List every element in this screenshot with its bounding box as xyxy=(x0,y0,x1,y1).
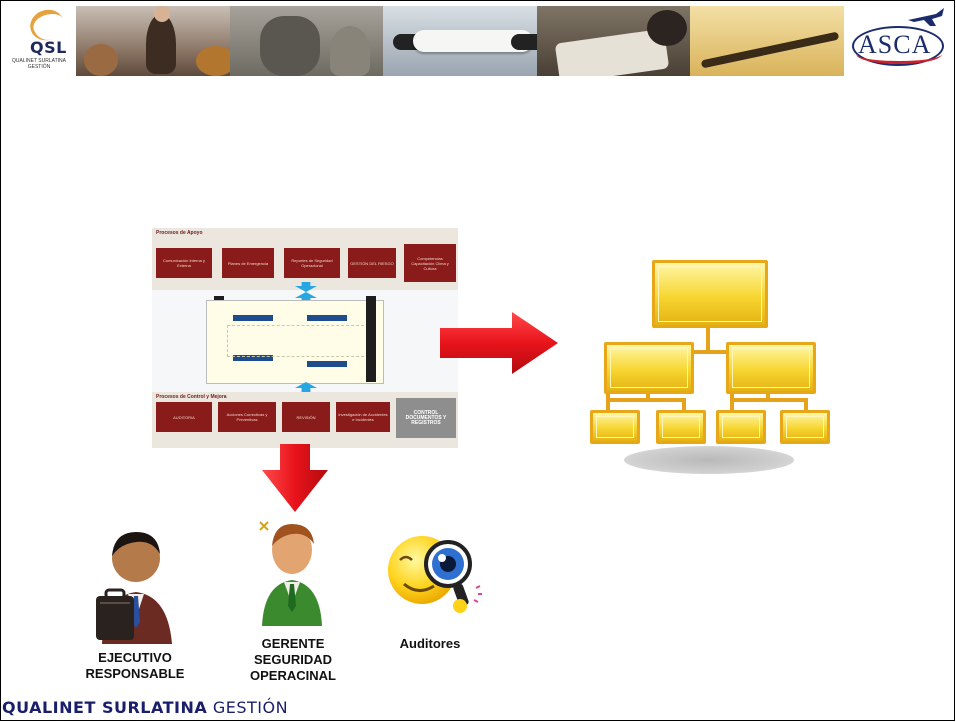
documents-photo xyxy=(536,6,691,76)
down-arrow-icon xyxy=(295,282,317,292)
control-processes: Procesos de Control y Mejora AUDITORIA A… xyxy=(152,392,458,448)
business-meeting-photo xyxy=(229,6,384,76)
qsl-logo-text: QSL xyxy=(30,38,67,57)
up-arrow-icon xyxy=(295,292,317,302)
process-box: REVISIÓN xyxy=(282,402,330,432)
footer-brand: QUALINET SURLATINA GESTIÓN xyxy=(2,698,288,717)
footer-brand-bold: QUALINET SURLATINA xyxy=(2,698,208,717)
asca-logo-text: ASCA xyxy=(858,30,932,59)
process-box: AUDITORIA xyxy=(156,402,212,432)
right-bar xyxy=(366,296,376,382)
qsl-logo: QSL QUALINET SURLATINA GESTIÓN xyxy=(8,5,70,80)
asca-logo: ASCA xyxy=(848,4,952,84)
footer-brand-light: GESTIÓN xyxy=(212,698,289,717)
core-process-diagram xyxy=(206,300,384,384)
support-processes: Procesos de Apoyo Comunicación Interna y… xyxy=(152,228,458,290)
header: QSL QUALINET SURLATINA GESTIÓN xyxy=(0,0,956,92)
pen-photo xyxy=(690,6,844,76)
smiley-magnifier-icon xyxy=(388,536,482,613)
process-box: GESTIÓN DEL RIESGO xyxy=(348,248,396,278)
manager-label: GERENTE SEGURIDAD OPERACINAL xyxy=(250,636,336,683)
right-arrow-icon xyxy=(440,312,558,374)
header-banner xyxy=(76,6,844,76)
presenter-photo xyxy=(76,6,230,76)
up-arrow-icon xyxy=(295,382,317,392)
executive-with-briefcase-icon xyxy=(96,532,172,644)
executive-label: EJECUTIVO RESPONSABLE xyxy=(85,650,185,681)
down-arrow-icon xyxy=(262,444,328,512)
airplane-icon xyxy=(908,8,944,26)
control-processes-title: Procesos de Control y Mejora xyxy=(156,394,227,400)
process-box: CONTROL DOCUMENTOS Y REGISTROS xyxy=(396,398,456,438)
process-box: Investigación de Accidentes e Incidentes xyxy=(336,402,390,432)
process-box: Planes de Emergencia xyxy=(222,248,274,278)
aircraft-photo xyxy=(383,6,537,76)
qsl-logo-subtitle: QUALINET SURLATINA GESTIÓN xyxy=(12,58,66,70)
process-box: Acciones Correctivas y Preventivas xyxy=(218,402,276,432)
process-box: Comunicación Interna y Externa xyxy=(156,248,212,278)
process-box: Competencias Capacitación Clima y Cultur… xyxy=(404,244,456,282)
manager-icon xyxy=(259,521,322,626)
support-processes-title: Procesos de Apoyo xyxy=(156,230,203,236)
process-diagram: Procesos de Apoyo Comunicación Interna y… xyxy=(152,228,458,448)
auditors-label: Auditores xyxy=(399,636,461,651)
process-box: Reportes de Seguridad Operacional xyxy=(284,248,340,278)
org-chart-icon xyxy=(586,256,832,480)
